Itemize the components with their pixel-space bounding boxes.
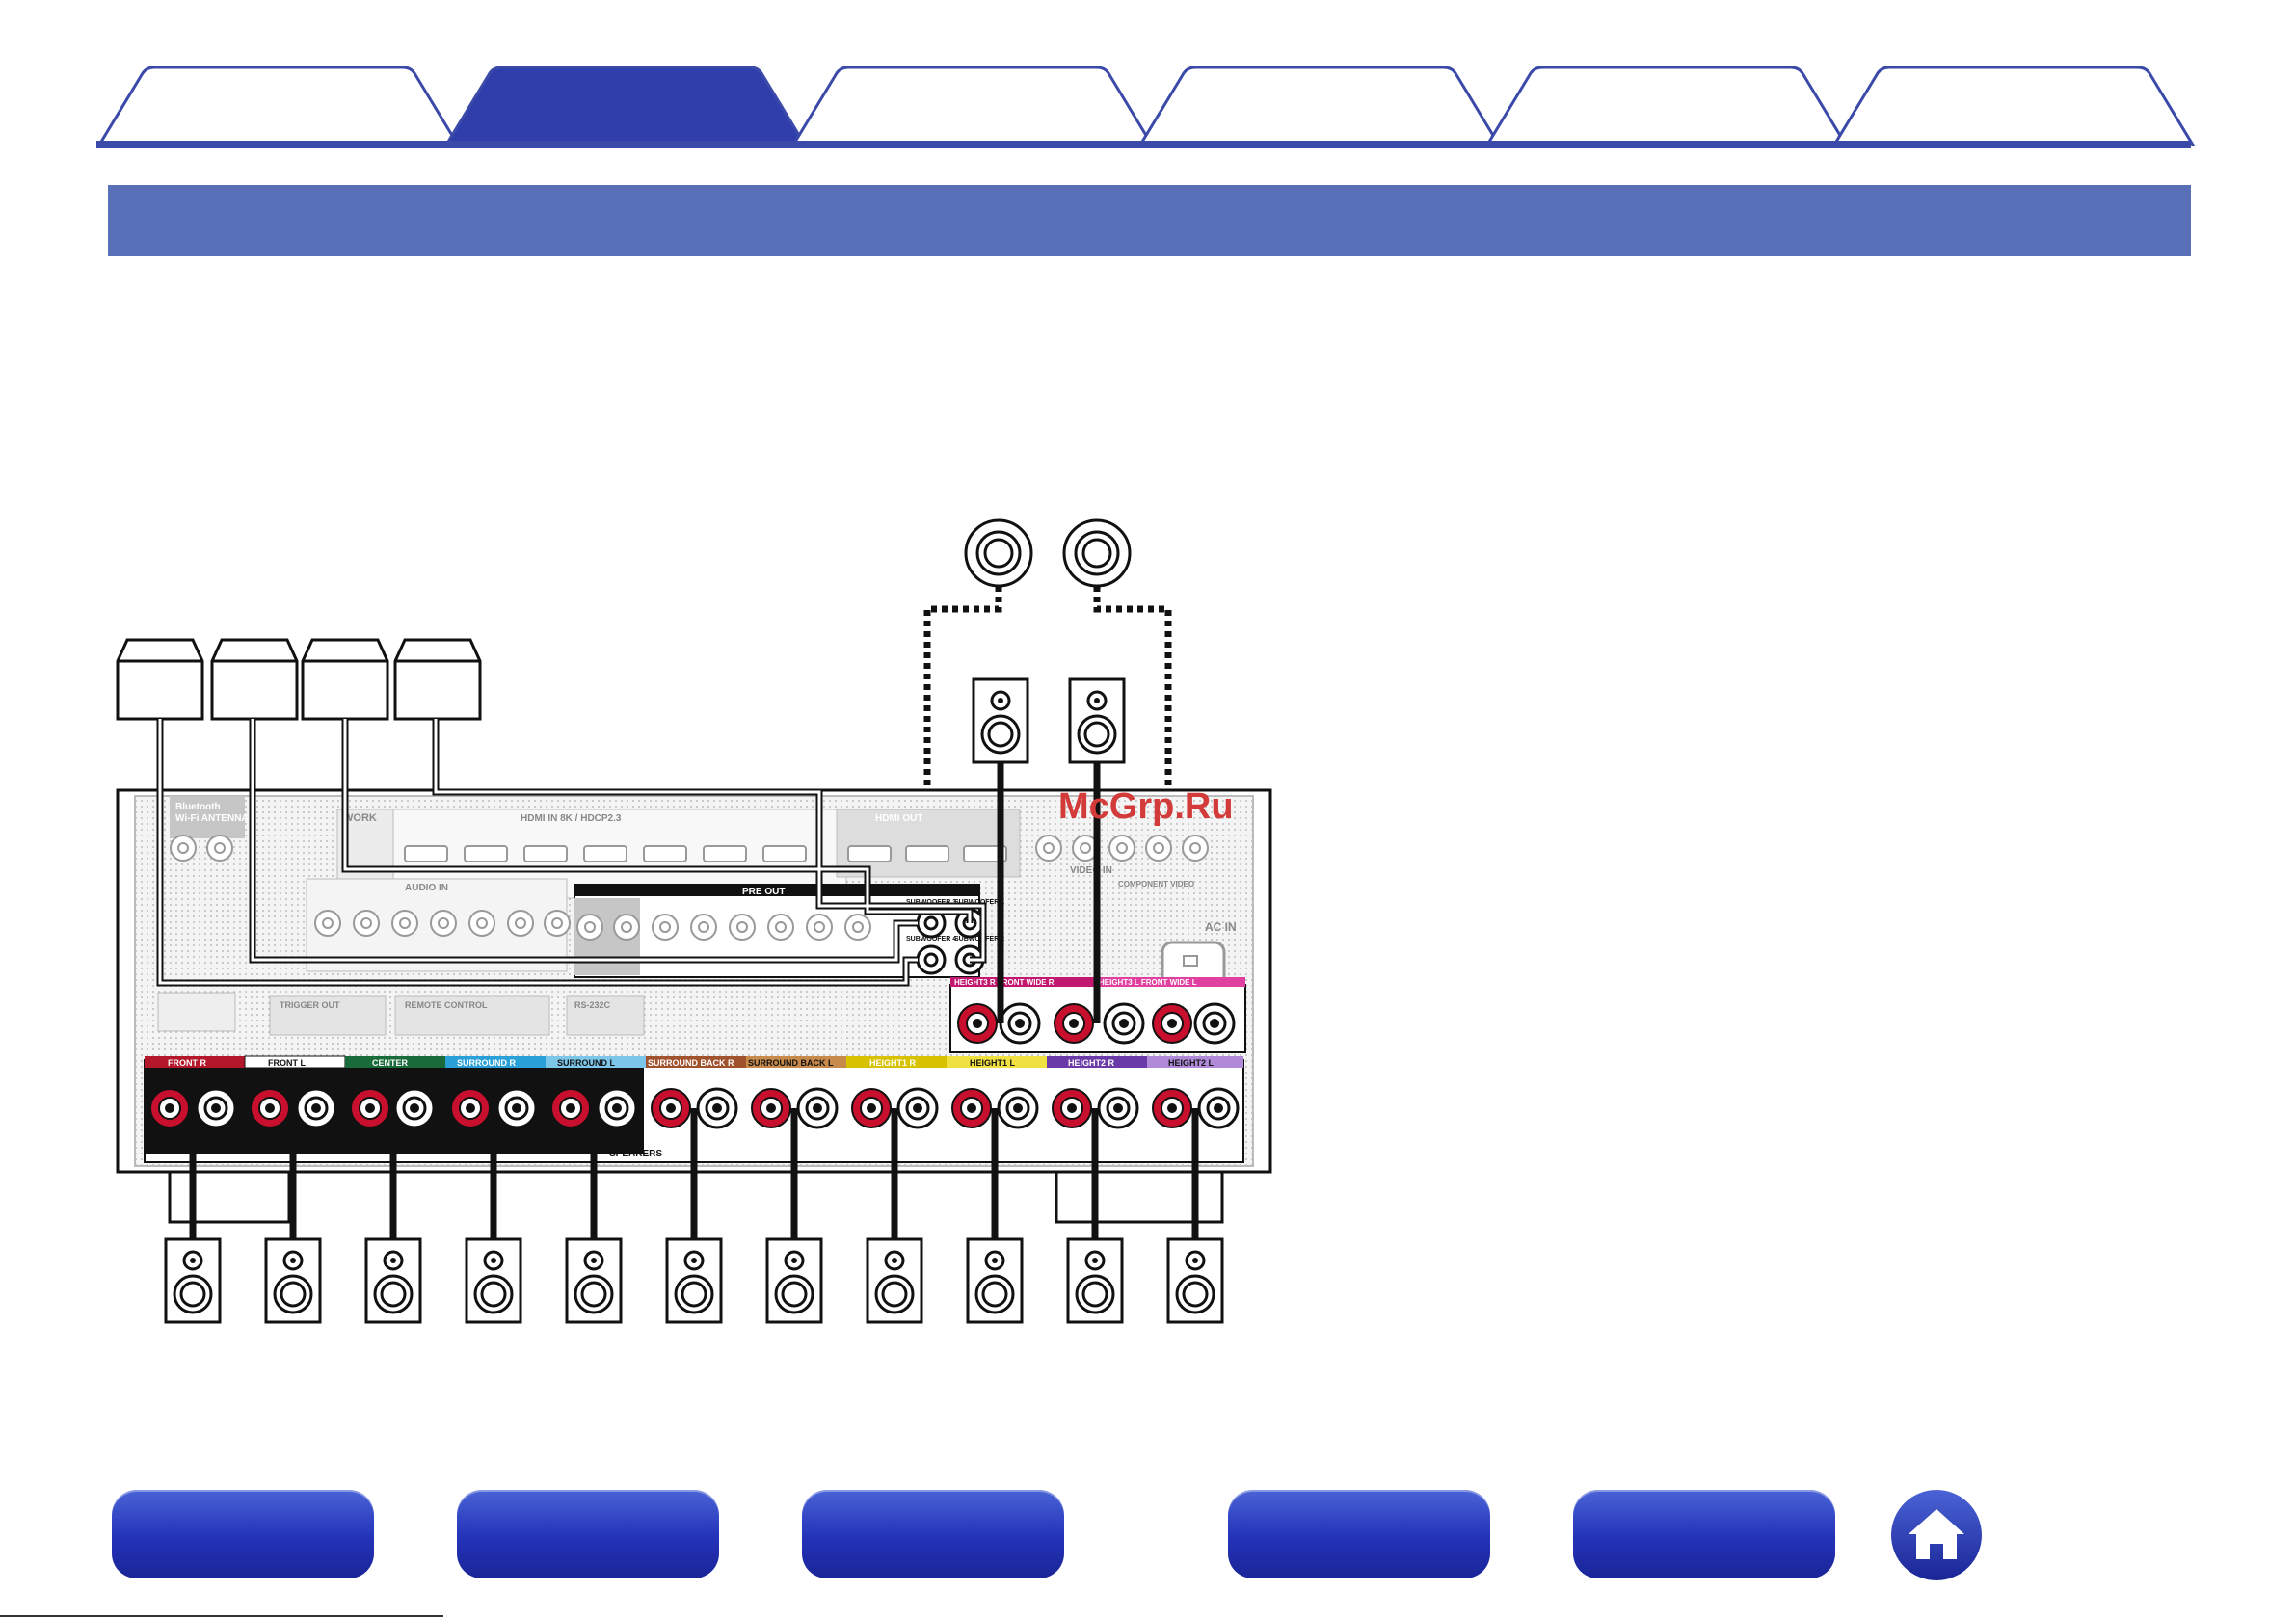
height-speaker-3-icon: [301, 638, 389, 721]
svg-text:AC IN: AC IN: [1205, 920, 1237, 934]
label-surround-r: SURROUND R: [457, 1058, 517, 1068]
label-height2-r: HEIGHT2 R: [1068, 1058, 1115, 1068]
svg-text:AUDIO IN: AUDIO IN: [405, 883, 448, 893]
nav-button-3[interactable]: [802, 1490, 1064, 1578]
nav-button-1[interactable]: [112, 1490, 374, 1578]
nav-button-2[interactable]: [457, 1490, 719, 1578]
speaker-color-labels: [145, 1055, 1243, 1069]
height3-right-speaker-icon: [972, 677, 1029, 764]
nav-button-4[interactable]: [1228, 1490, 1490, 1578]
label-height2-l: HEIGHT2 L: [1168, 1058, 1215, 1068]
upper-label-1: HEIGHT3 R FRONT WIDE R: [954, 978, 1055, 987]
tab-3[interactable]: [790, 66, 1157, 146]
svg-text:COMPONENT VIDEO: COMPONENT VIDEO: [1118, 880, 1194, 889]
svg-text:RS-232C: RS-232C: [574, 1000, 611, 1010]
subwoofer-2-icon: [1062, 518, 1132, 588]
subwoofer-1-icon: [964, 518, 1033, 588]
height3-left-speaker-icon: [1068, 677, 1126, 764]
tab-5[interactable]: [1484, 66, 1851, 146]
label-front-l: FRONT L: [268, 1058, 306, 1068]
svg-text:VIDEO IN: VIDEO IN: [1070, 865, 1112, 876]
tab-underline: [96, 141, 2191, 148]
svg-text:SUBWOOFER 2: SUBWOOFER 2: [954, 936, 1004, 942]
upper-label-2: HEIGHT3 L FRONT WIDE L: [1099, 978, 1197, 987]
nav-button-5[interactable]: [1573, 1490, 1835, 1578]
tab-2-active[interactable]: [443, 66, 810, 146]
height-speaker-4-icon: [393, 638, 482, 721]
home-button[interactable]: [1891, 1490, 1982, 1580]
floor-speakers: [164, 1237, 1224, 1324]
speakers-label: SPEAKERS: [609, 1149, 662, 1159]
tab-4[interactable]: [1137, 66, 1504, 146]
height-speaker-2-icon: [210, 638, 299, 721]
svg-text:HDMI IN 8K / HDCP2.3: HDMI IN 8K / HDCP2.3: [521, 813, 622, 824]
svg-text:HDMI OUT: HDMI OUT: [875, 813, 922, 824]
svg-text:Bluetooth: Bluetooth: [175, 802, 221, 812]
svg-text:SUBWOOFER 4: SUBWOOFER 4: [906, 936, 956, 942]
home-icon: [1909, 1509, 1964, 1559]
watermark: McGrp.Ru: [1058, 786, 1234, 827]
label-height1-r: HEIGHT1 R: [869, 1058, 917, 1068]
label-surround-back-r: SURROUND BACK R: [648, 1058, 734, 1068]
svg-text:REMOTE CONTROL: REMOTE CONTROL: [405, 1000, 488, 1010]
label-height1-l: HEIGHT1 L: [970, 1058, 1016, 1068]
svg-text:WORK: WORK: [343, 812, 377, 824]
tab-1[interactable]: [96, 66, 463, 146]
label-center: CENTER: [372, 1058, 409, 1068]
svg-text:Wi-Fi ANTENNA: Wi-Fi ANTENNA: [175, 813, 249, 824]
title-bar: [108, 185, 2191, 256]
tab-6[interactable]: [1831, 66, 2198, 146]
height-speaker-1-icon: [116, 638, 204, 721]
footer-line: [0, 1615, 443, 1617]
label-surround-l: SURROUND L: [557, 1058, 616, 1068]
label-front-r: FRONT R: [168, 1058, 206, 1068]
label-surround-back-l: SURROUND BACK L: [748, 1058, 834, 1068]
svg-text:PRE OUT: PRE OUT: [742, 887, 785, 897]
svg-text:TRIGGER OUT: TRIGGER OUT: [280, 1000, 340, 1010]
tab-bar: [96, 58, 2198, 149]
